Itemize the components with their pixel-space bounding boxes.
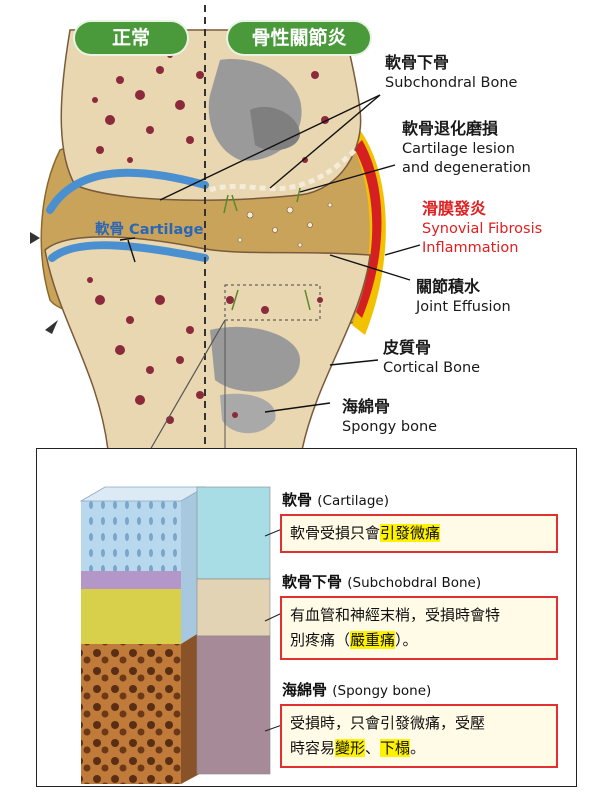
cartilage-lower	[48, 241, 209, 262]
highlight-collapse: 下榻	[380, 739, 411, 757]
title-cartilage: 軟骨 (Cartilage)	[282, 491, 389, 509]
title-spongy: 海綿骨 (Spongy bone)	[282, 681, 432, 699]
swatch-cartilage	[196, 486, 271, 580]
block-spongy	[81, 644, 181, 784]
debris	[237, 202, 333, 248]
normal-label: 正常	[75, 22, 187, 54]
subchondral-roots	[223, 187, 311, 311]
highlight-deform: 變形	[335, 739, 366, 757]
synovium-red	[354, 140, 382, 318]
label-subchondral: 軟骨下骨 Subchondral Bone	[385, 53, 518, 91]
leader-lines	[119, 94, 421, 413]
label-synovial: 滑膜發炎 Synovial Fibrosis Inflammation	[422, 199, 543, 256]
tibia	[44, 236, 371, 450]
highlight-severe-pain: 嚴重痛	[350, 631, 396, 649]
block-subchondral	[81, 589, 181, 644]
cross-section-illustration	[79, 486, 283, 784]
box-cartilage: 軟骨受損只會引發微痛	[280, 514, 558, 553]
label-spongy: 海綿骨 Spongy bone	[342, 397, 438, 435]
title-subchondral: 軟骨下骨 (Subchobdral Bone)	[282, 573, 482, 591]
label-joint-effusion: 關節積水 Joint Effusion	[416, 277, 511, 315]
bone-pores	[87, 52, 329, 424]
box-subchondral: 有血管和神經末梢，受損時會特 別疼痛（嚴重痛）。	[280, 596, 558, 660]
knee-joint-illustration	[30, 5, 421, 450]
cartilage-upper	[46, 168, 209, 214]
cartilage-lesion	[209, 148, 357, 193]
box-spongy: 受損時，只會引發微痛，受壓 時容易變形、下榻。	[280, 704, 558, 768]
label-cartilage-lesion: 軟骨退化磨損 Cartilage lesion and degeneration	[402, 119, 531, 176]
block-cartilage	[81, 501, 181, 571]
label-cartilage: 軟骨 Cartilage	[95, 222, 204, 238]
swatch-spongy	[196, 635, 271, 775]
block-calcified	[81, 571, 181, 589]
zoom-region	[224, 284, 321, 321]
osteoarthritis-label: 骨性關節炎	[228, 22, 370, 54]
detail-panel: 軟骨 (Cartilage) 軟骨受損只會引發微痛 軟骨下骨 (Subchobd…	[36, 448, 577, 787]
highlight-mild-pain: 引發微痛	[380, 524, 441, 542]
swatch-subchondral	[196, 578, 271, 637]
tibia-marrow	[210, 326, 300, 434]
label-cortical: 皮質骨 Cortical Bone	[383, 338, 481, 376]
